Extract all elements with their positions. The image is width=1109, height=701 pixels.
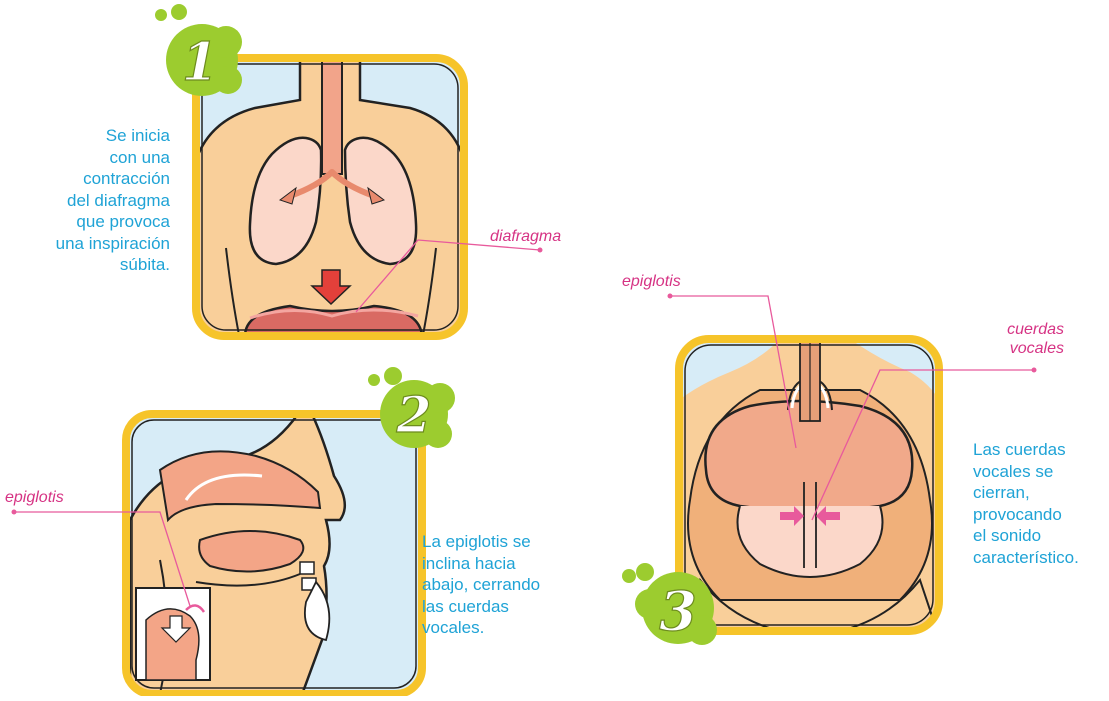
caption-line: del diafragma — [0, 190, 170, 212]
step-1-number: 1 — [182, 32, 218, 93]
step-3-caption: Las cuerdas vocales se cierran, provocan… — [973, 439, 1079, 568]
caption-line: súbita. — [0, 254, 170, 276]
caption-line: inclina hacia — [422, 553, 540, 575]
step-1-caption: Se inicia con una contracción del diafra… — [0, 125, 170, 276]
caption-line: las cuerdas — [422, 596, 540, 618]
caption-line: vocales se — [973, 461, 1079, 483]
caption-line: que provoca — [0, 211, 170, 233]
step-1-badge: 1 — [155, 4, 242, 96]
caption-line: provocando — [973, 504, 1079, 526]
label-epiglotis-step-3: epiglotis — [622, 272, 681, 291]
panel-2-head — [12, 414, 423, 696]
caption-line: cierran, — [973, 482, 1079, 504]
caption-line: una inspiración — [0, 233, 170, 255]
label-epiglotis-step-2: epiglotis — [5, 488, 64, 507]
caption-line: contracción — [0, 168, 170, 190]
caption-line: característico. — [973, 547, 1079, 569]
caption-line: con una — [0, 147, 170, 169]
caption-line: abajo, cerrando — [422, 574, 540, 596]
label-line: vocales — [960, 339, 1064, 358]
step-2-caption: La epiglotis se inclina hacia abajo, cer… — [422, 531, 540, 639]
label-cuerdas-vocales: cuerdas vocales — [960, 320, 1064, 358]
caption-line: vocales. — [422, 617, 540, 639]
caption-line: Las cuerdas — [973, 439, 1079, 461]
panel-1-lungs — [196, 58, 543, 340]
label-line: cuerdas — [960, 320, 1064, 339]
step-3-number: 3 — [659, 579, 697, 643]
label-diafragma: diafragma — [490, 227, 561, 246]
step-2-number: 2 — [396, 385, 432, 444]
caption-line: el sonido — [973, 525, 1079, 547]
caption-line: La epiglotis se — [422, 531, 540, 553]
caption-line: Se inicia — [0, 125, 170, 147]
